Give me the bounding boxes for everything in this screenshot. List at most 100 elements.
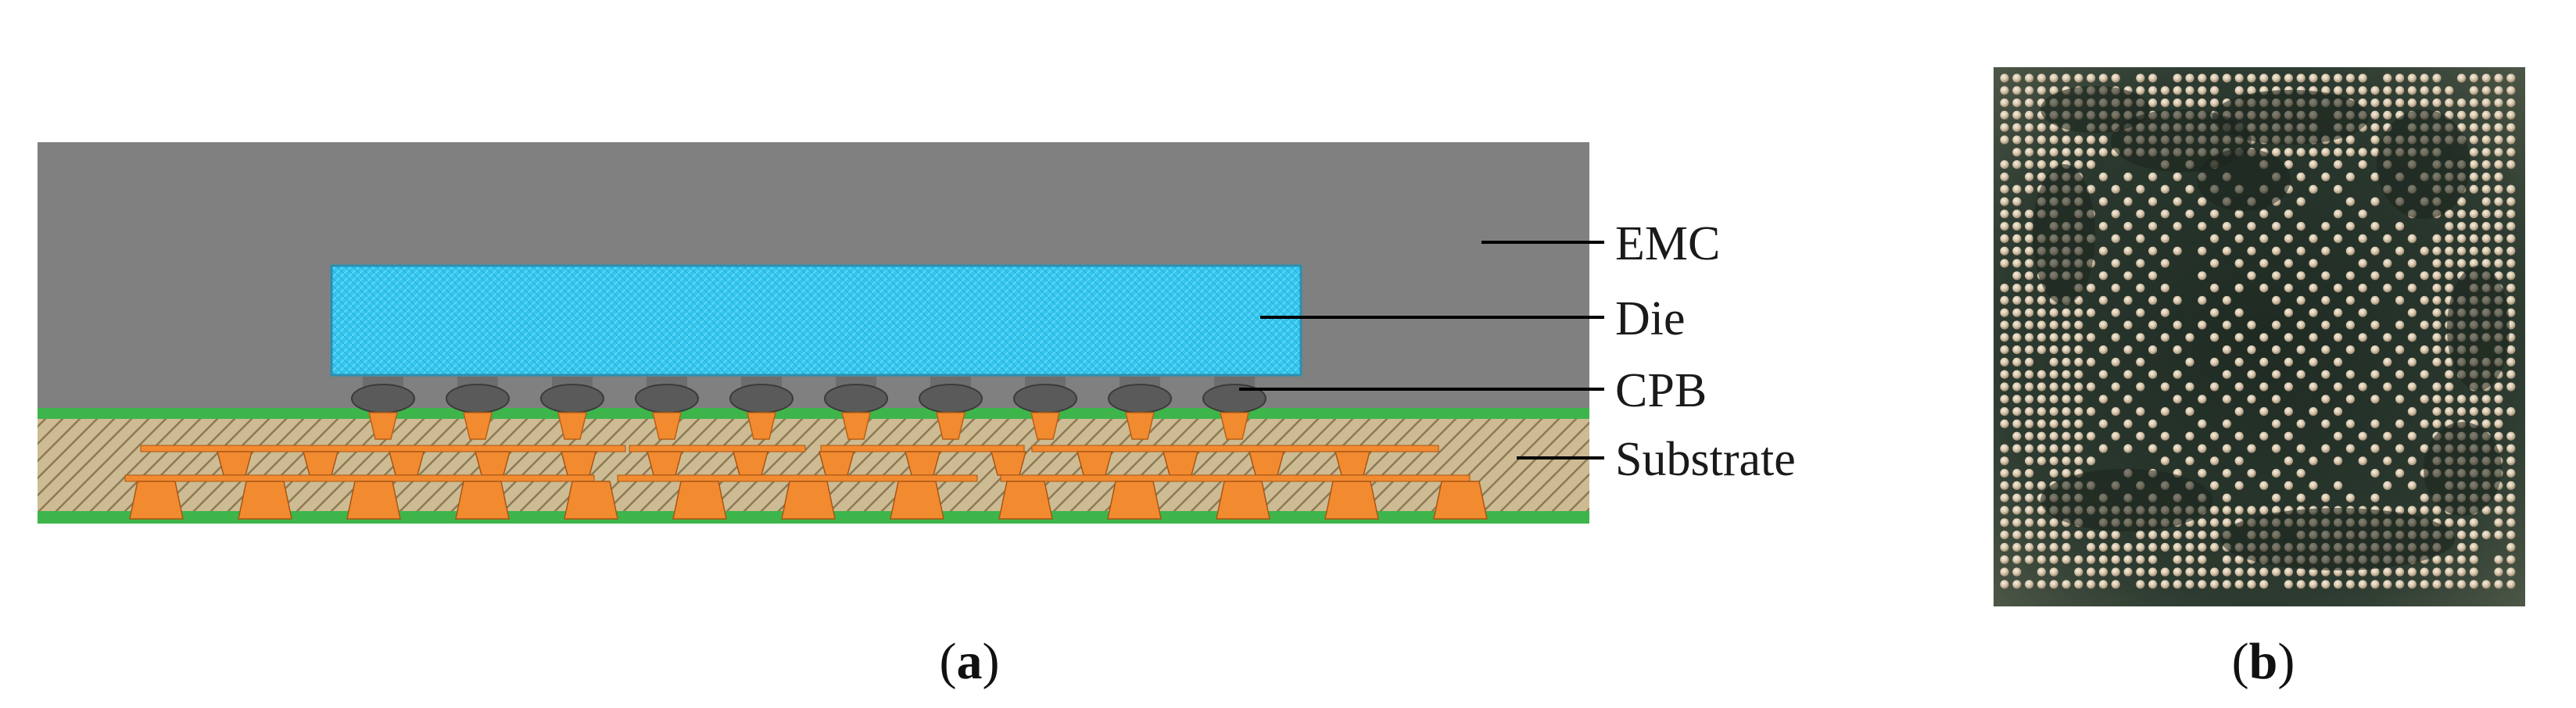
- solder-ball: [2259, 407, 2269, 417]
- upper-trace: [1031, 445, 1439, 452]
- void-blotch: [2033, 164, 2095, 305]
- solder-ball: [2087, 580, 2096, 589]
- solder-ball: [2037, 419, 2046, 429]
- solder-ball: [2383, 567, 2392, 577]
- solder-ball: [2185, 73, 2194, 83]
- solder-ball: [2334, 333, 2343, 342]
- solder-ball: [2370, 172, 2380, 181]
- top-via: [557, 412, 587, 440]
- solder-ball: [2025, 284, 2034, 293]
- solder-ball: [2185, 86, 2194, 95]
- solder-ball: [2234, 333, 2244, 342]
- solder-ball: [2000, 542, 2009, 552]
- solder-ball: [2370, 345, 2380, 355]
- solder-ball: [2445, 246, 2454, 256]
- solder-ball: [2136, 580, 2145, 589]
- solder-ball: [2037, 333, 2046, 342]
- cpb-label: CPB: [1615, 364, 1707, 417]
- solder-ball: [2469, 580, 2478, 589]
- solder-ball: [2469, 135, 2478, 145]
- solder-ball: [2062, 135, 2071, 145]
- solder-ball: [2160, 86, 2169, 95]
- solder-ball: [2136, 284, 2145, 293]
- cpb-bump: [1108, 384, 1172, 413]
- solder-ball: [2506, 382, 2516, 392]
- solder-ball: [2025, 506, 2034, 515]
- solder-ball: [2247, 580, 2256, 589]
- solder-ball: [2445, 580, 2454, 589]
- bottom-via: [129, 481, 184, 520]
- solder-ball: [2383, 333, 2392, 342]
- solder-ball: [2234, 234, 2244, 243]
- solder-ball: [2198, 246, 2207, 256]
- mid-via: [905, 451, 940, 476]
- solder-ball: [2198, 271, 2207, 281]
- solder-ball: [2087, 148, 2096, 157]
- solder-ball: [2012, 555, 2022, 564]
- bottom-via: [455, 481, 510, 520]
- solder-ball: [2012, 197, 2022, 206]
- upper-trace: [629, 445, 806, 452]
- solder-ball: [2407, 98, 2417, 108]
- solder-ball: [2506, 73, 2516, 83]
- solder-ball: [2272, 246, 2281, 256]
- solder-ball: [2049, 580, 2058, 589]
- solder-ball: [2098, 395, 2108, 404]
- solder-ball: [2025, 493, 2034, 502]
- solder-ball: [2420, 395, 2429, 404]
- mid-via: [217, 451, 253, 476]
- solder-ball: [2025, 481, 2034, 491]
- solder-ball: [2481, 259, 2491, 268]
- solder-ball: [2420, 86, 2429, 95]
- solder-ball: [2025, 135, 2034, 145]
- solder-ball: [2037, 308, 2046, 317]
- solder-ball: [2284, 160, 2293, 170]
- solder-ball: [2309, 407, 2318, 417]
- solder-ball: [2247, 395, 2256, 404]
- solder-ball: [2358, 333, 2367, 342]
- solder-ball: [2358, 148, 2367, 157]
- bottom-via: [1324, 481, 1379, 520]
- top-via: [1030, 412, 1060, 440]
- solder-ball: [2334, 184, 2343, 194]
- solder-ball: [2185, 567, 2194, 577]
- solder-ball: [2025, 357, 2034, 367]
- solder-ball: [2062, 419, 2071, 429]
- solder-ball: [2173, 395, 2182, 404]
- solder-ball: [2160, 382, 2169, 392]
- solder-ball: [2481, 234, 2491, 243]
- solder-ball: [2012, 357, 2022, 367]
- solder-ball: [2432, 246, 2442, 256]
- solder-ball: [2098, 295, 2108, 305]
- solder-ball: [2383, 86, 2392, 95]
- solder-ball: [2136, 567, 2145, 577]
- emc-label: EMC: [1615, 217, 1720, 270]
- solder-ball: [2098, 246, 2108, 256]
- solder-ball: [2383, 456, 2392, 466]
- solder-ball: [2334, 284, 2343, 293]
- solder-ball: [2087, 542, 2096, 552]
- solder-ball: [2087, 555, 2096, 564]
- solder-ball: [2012, 135, 2022, 145]
- solder-ball: [2481, 395, 2491, 404]
- solder-ball: [2420, 580, 2429, 589]
- solder-ball: [2370, 295, 2380, 305]
- solder-ball: [2407, 580, 2417, 589]
- solder-ball: [2000, 308, 2009, 317]
- solder-ball: [2457, 110, 2467, 120]
- solder-ball: [2025, 308, 2034, 317]
- solder-ball: [2358, 209, 2367, 219]
- die-layer: [330, 264, 1302, 377]
- solder-ball: [2111, 407, 2120, 417]
- mid-via: [733, 451, 769, 476]
- solder-ball: [2123, 444, 2133, 453]
- solder-ball: [2506, 148, 2516, 157]
- cpb-bump: [824, 384, 888, 413]
- solder-ball: [2345, 73, 2355, 83]
- cpb-bump: [540, 384, 604, 413]
- solder-ball: [2494, 506, 2503, 515]
- solder-ball: [2494, 518, 2503, 527]
- solder-ball: [2494, 123, 2503, 132]
- solder-ball: [2025, 444, 2034, 453]
- cpb-bump: [1013, 384, 1077, 413]
